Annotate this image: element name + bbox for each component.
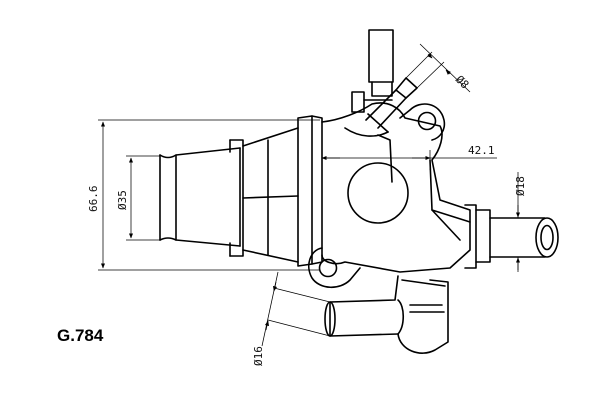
side-pipe-right <box>464 204 559 269</box>
outlet-pipe-left <box>159 139 244 257</box>
flange-plate <box>297 115 323 267</box>
dim-sensor-diameter: Ø8 <box>453 73 472 92</box>
sensor-pipe <box>351 29 418 133</box>
dim-outlet-diameter: Ø35 <box>116 190 129 210</box>
central-bore <box>347 162 409 224</box>
dim-offset: 42.1 <box>468 144 495 157</box>
conical-transition <box>242 127 299 263</box>
lower-mounting-tab <box>308 247 361 289</box>
dim-side-pipe-diameter: Ø18 <box>514 176 527 196</box>
lower-pipe <box>324 275 449 354</box>
housing-body <box>321 102 471 273</box>
part-code: G.784 <box>57 326 104 345</box>
dim-lower-pipe-diameter: Ø16 <box>252 346 265 366</box>
dim-flange-height: 66.6 <box>87 186 100 213</box>
